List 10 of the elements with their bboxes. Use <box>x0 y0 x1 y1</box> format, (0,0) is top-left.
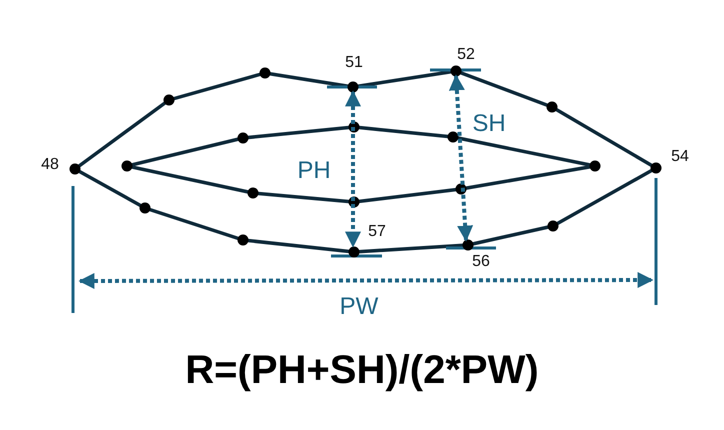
landmark-number: 52 <box>457 47 475 63</box>
landmark-number: 56 <box>472 254 490 270</box>
measurement-label: SH <box>472 112 506 136</box>
formula-caption: R=(PH+SH)/(2*PW) <box>185 348 539 393</box>
landmark-number: 48 <box>41 157 59 173</box>
measurement-label: PW <box>340 295 378 319</box>
landmark-number: 51 <box>345 55 363 71</box>
measurement-label: PH <box>297 159 331 183</box>
landmark-number: 57 <box>368 224 386 240</box>
landmark-number: 54 <box>671 149 689 165</box>
